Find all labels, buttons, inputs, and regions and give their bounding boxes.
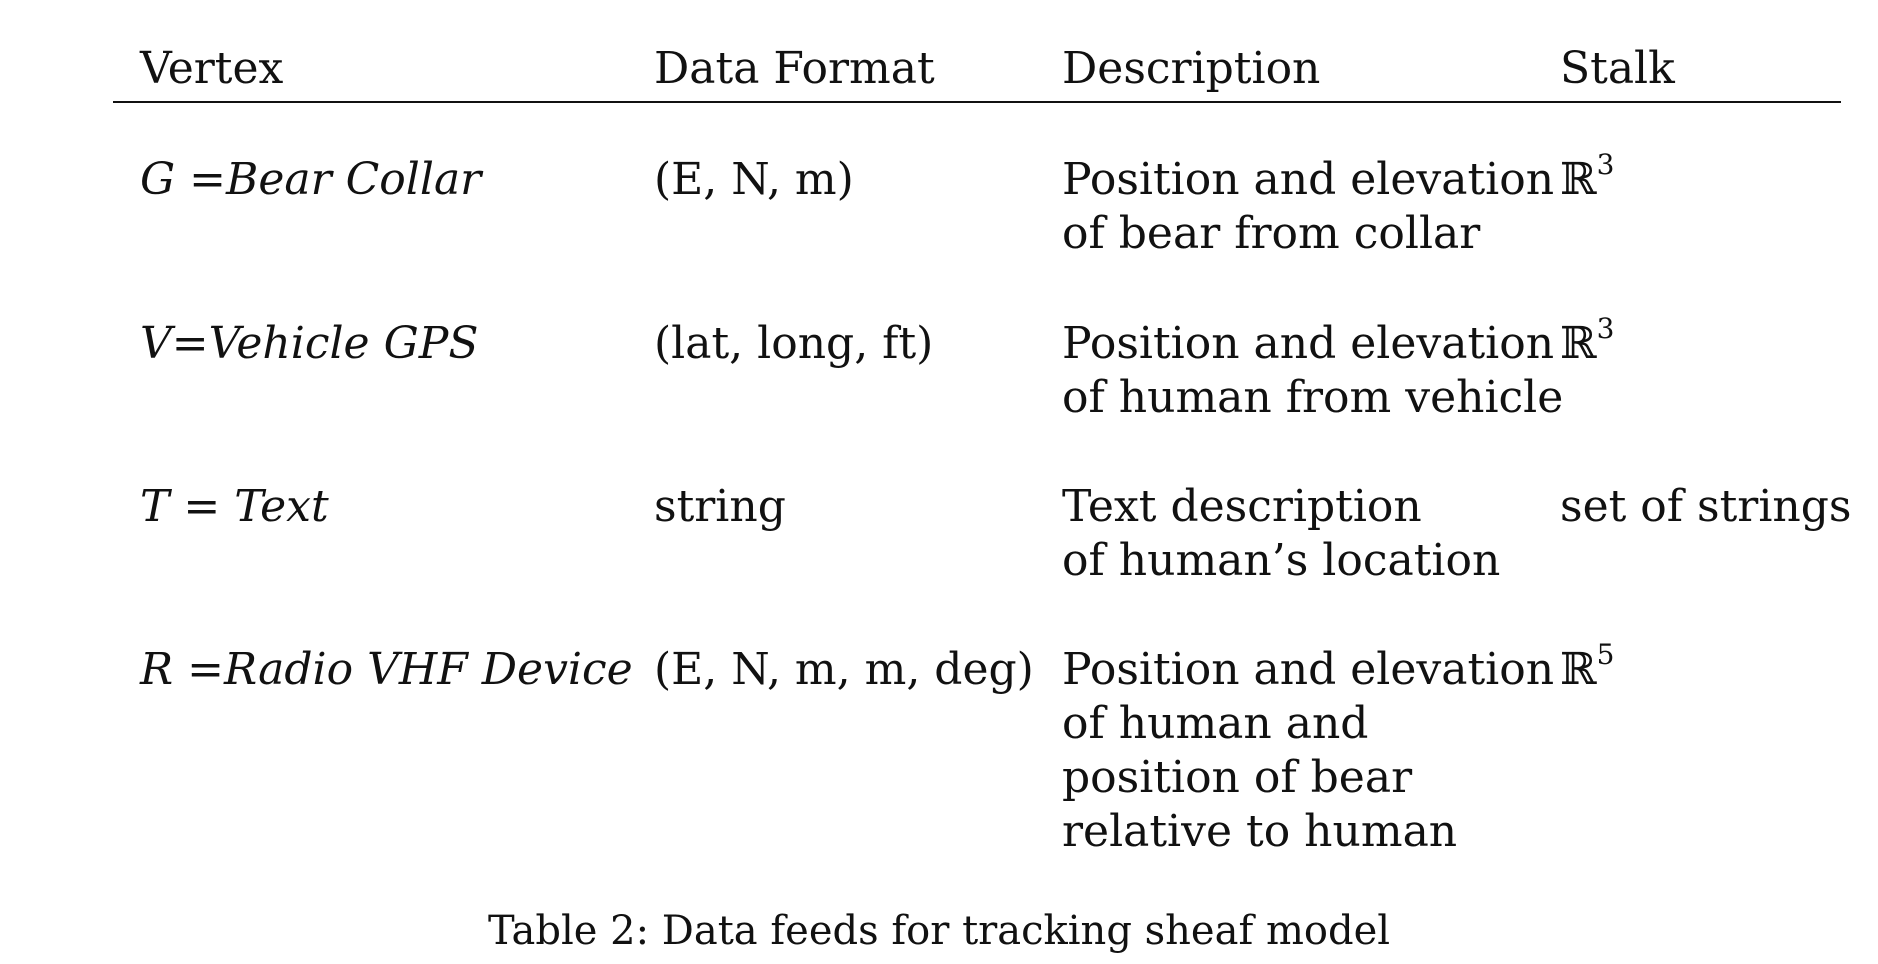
header-vertex: Vertex xyxy=(140,43,284,94)
row-stalk-g: ℝ3 xyxy=(1560,148,1615,205)
header-description: Description xyxy=(1062,43,1321,94)
row-format-g: (E, N, m) xyxy=(654,154,854,205)
row-stalk-r: ℝ5 xyxy=(1560,638,1615,695)
row-stalk-t: set of strings xyxy=(1560,481,1852,532)
table-caption: Table 2: Data feeds for tracking sheaf m… xyxy=(487,908,1391,954)
row-vertex-r: R =Radio VHF Device xyxy=(140,644,633,695)
header-stalk: Stalk xyxy=(1560,43,1675,94)
row-vertex-g: G =Bear Collar xyxy=(140,154,482,205)
row-vertex-v: V=Vehicle GPS xyxy=(140,318,479,369)
header-rule xyxy=(113,101,1841,103)
row-format-v: (lat, long, ft) xyxy=(654,318,934,369)
row-vertex-t: T = Text xyxy=(140,481,329,532)
row-stalk-v: ℝ3 xyxy=(1560,312,1615,369)
row-format-r: (E, N, m, m, deg) xyxy=(654,644,1034,695)
header-data-format: Data Format xyxy=(654,43,935,94)
row-format-t: string xyxy=(654,481,786,532)
